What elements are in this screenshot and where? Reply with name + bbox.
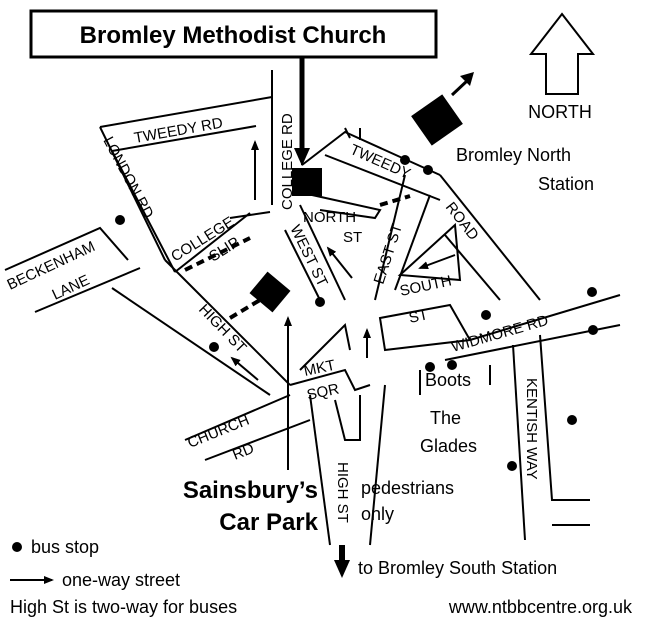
sainsburys-building [249, 271, 291, 313]
street-label-st-north: ST [343, 229, 362, 246]
bus-stop-dot [447, 360, 457, 370]
place-label-glades-line1: The [430, 408, 461, 428]
one-way-arrow [230, 356, 259, 381]
north-st-dashed-path [379, 194, 411, 207]
bus-stop-dot [507, 461, 517, 471]
place-label-only: only [361, 504, 394, 524]
bus-stop-dot [425, 362, 435, 372]
bus-stop-dot [423, 165, 433, 175]
street-label-high-st-south: HIGH ST [334, 462, 351, 523]
station-label-line1: Bromley North [456, 145, 571, 165]
legend-one-way-label: one-way street [62, 570, 180, 590]
bus-stop-dot [588, 325, 598, 335]
bus-stop-dot [400, 155, 410, 165]
street-label-lane: LANE [50, 272, 93, 304]
street-label-north: NORTH [303, 209, 356, 226]
legend: bus stop one-way street High St is two-w… [10, 537, 237, 617]
bus-stop-dot [315, 297, 325, 307]
one-way-arrow [418, 254, 456, 269]
bus-stop-dot [209, 342, 219, 352]
street-label-sqr: SQR [305, 380, 340, 403]
street-label-london-rd: LONDON RD [99, 134, 156, 222]
methodist-church-building [292, 168, 322, 196]
car-park-label-line1: Sainsbury’s [183, 477, 318, 504]
car-park-label-line2: Car Park [219, 509, 318, 536]
church-access-dashed-path [228, 298, 262, 320]
station-label-line2: Station [538, 174, 594, 194]
place-label-glades-line2: Glades [420, 436, 477, 456]
north-label: NORTH [528, 102, 592, 122]
legend-bus-stop-label: bus stop [31, 537, 99, 557]
bus-stop-dot [115, 215, 125, 225]
bus-stop-dot [587, 287, 597, 297]
website-url: www.ntbbcentre.org.uk [448, 597, 633, 617]
bus-stops [115, 155, 598, 471]
street-label-kentish-way: KENTISH WAY [523, 378, 540, 480]
one-way-arrows [230, 140, 456, 381]
bus-stop-dot [567, 415, 577, 425]
bromley-north-station-icon [411, 72, 474, 146]
bromley-south-label: to Bromley South Station [358, 558, 557, 578]
street-label-mkt: MKT [302, 357, 337, 380]
street-label-college-rd: COLLEGE RD [279, 113, 296, 210]
legend-note: High St is two-way for buses [10, 597, 237, 617]
place-label-boots: Boots [425, 370, 471, 390]
title-box: Bromley Methodist Church [29, 9, 438, 59]
place-label-pedestrians: pedestrians [361, 478, 454, 498]
bus-stop-dot [481, 310, 491, 320]
one-way-arrow [326, 246, 353, 279]
map-title: Bromley Methodist Church [80, 22, 387, 49]
roads [4, 70, 621, 546]
street-label-rd-church: RD [230, 440, 257, 464]
street-label-st-south: ST [407, 306, 429, 327]
church-pointer-arrowhead [294, 148, 310, 166]
bromley-south-arrowhead [334, 560, 350, 578]
legend-bus-stop-dot [12, 542, 22, 552]
north-arrow-icon [528, 12, 596, 95]
